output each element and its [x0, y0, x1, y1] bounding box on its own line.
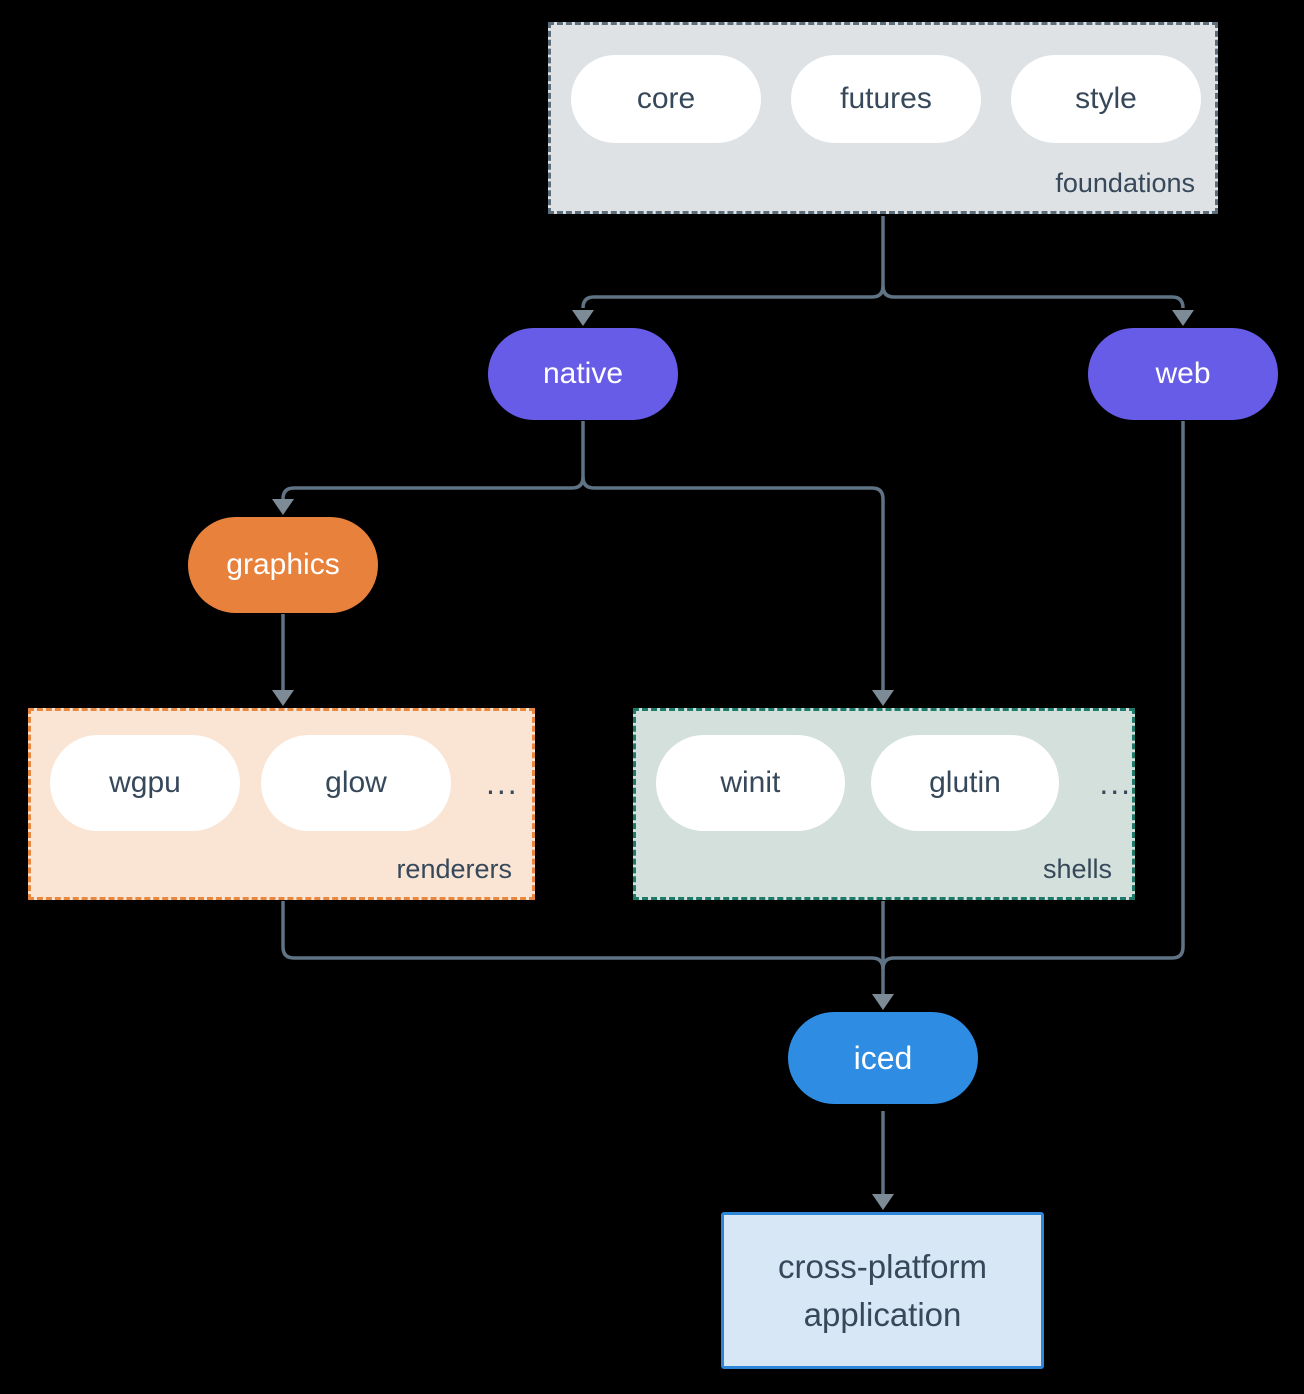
edge-fork-left-graphics: [281, 476, 585, 500]
arrowhead-renderers: [272, 690, 294, 706]
node-native: native: [488, 328, 678, 420]
node-style: style: [1011, 55, 1201, 143]
node-graphics: graphics: [188, 517, 378, 613]
foundations-pills-row: core futures style: [551, 25, 1215, 143]
node-web: web: [1088, 328, 1278, 420]
arrowhead-shells: [872, 690, 894, 706]
node-futures: futures: [791, 55, 981, 143]
node-cross-platform-application: cross-platform application: [721, 1212, 1044, 1369]
group-foundations: core futures style foundations: [548, 22, 1218, 214]
group-renderers: wgpu glow ... renderers: [28, 708, 535, 900]
group-shells: winit glutin ... shells: [633, 708, 1135, 900]
shells-group-label: shells: [1042, 854, 1112, 884]
node-glutin: glutin: [870, 735, 1060, 831]
shells-ellipsis: ...: [1099, 764, 1132, 801]
edge-fork-right-shells: [581, 476, 885, 690]
arrowhead-app: [872, 1194, 894, 1210]
arrowhead-native: [572, 310, 594, 326]
node-core: core: [571, 55, 761, 143]
app-label-line1: cross-platform: [777, 1247, 988, 1285]
node-winit: winit: [656, 735, 845, 831]
edge-merge-left-renderers: [281, 901, 885, 970]
shells-pills-row: winit glutin ...: [636, 711, 1132, 831]
renderers-ellipsis: ...: [486, 764, 519, 801]
arrowhead-graphics: [272, 499, 294, 515]
renderers-group-label: renderers: [396, 854, 512, 884]
node-wgpu: wgpu: [50, 735, 240, 831]
arrowhead-iced: [872, 994, 894, 1010]
renderers-pills-row: wgpu glow ...: [31, 711, 532, 831]
edge-fork-right-web: [881, 285, 1185, 309]
node-glow: glow: [261, 735, 451, 831]
edge-fork-left-native: [581, 285, 885, 309]
app-label-line2: application: [803, 1295, 962, 1333]
foundations-group-label: foundations: [1055, 168, 1195, 198]
arrowhead-web: [1172, 310, 1194, 326]
node-iced: iced: [788, 1012, 978, 1104]
